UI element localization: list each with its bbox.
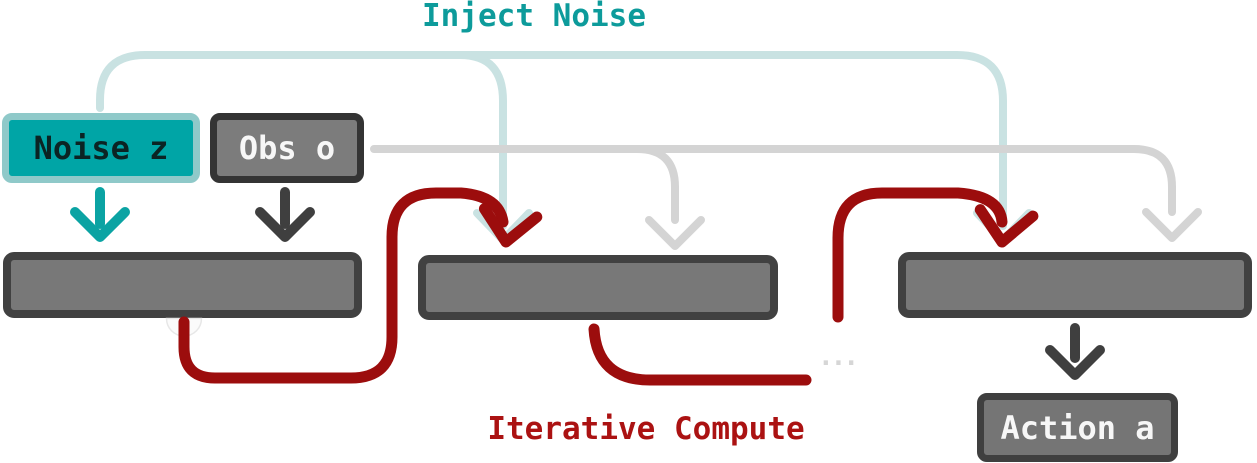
network-block-1: [3, 252, 362, 318]
recurrent-loop-2: [588, 323, 812, 386]
obs-line: [370, 145, 1202, 250]
action-a-box: Action a: [977, 393, 1178, 462]
block1-output-notch: [165, 317, 203, 337]
iterative-compute-title: Iterative Compute: [487, 411, 805, 447]
noise-to-block1-arrow: [70, 187, 130, 242]
inject-arrowhead-block3: [973, 209, 1033, 244]
inject-noise-title: Inject Noise: [422, 0, 646, 34]
inject-arrowhead-block2: [473, 209, 533, 244]
obs-o-box: Obs o: [210, 113, 364, 183]
recurrent-arrowhead-block2: [478, 203, 543, 248]
network-block-3: [898, 252, 1252, 318]
noise-z-label: Noise z: [33, 129, 169, 167]
obs-o-label: Obs o: [238, 129, 336, 167]
action-a-label: Action a: [1000, 408, 1155, 447]
block3-to-action-arrow: [1045, 323, 1105, 380]
network-block-2: [418, 255, 778, 320]
obs-to-block1-arrow: [255, 187, 315, 242]
recurrent-arrowhead-block3: [974, 204, 1039, 248]
obs-arrowhead-block2: [645, 216, 705, 250]
repeat-ellipsis: ...: [818, 342, 859, 372]
noise-z-box: Noise z: [2, 113, 200, 183]
obs-arrowhead-block3: [1142, 208, 1202, 242]
